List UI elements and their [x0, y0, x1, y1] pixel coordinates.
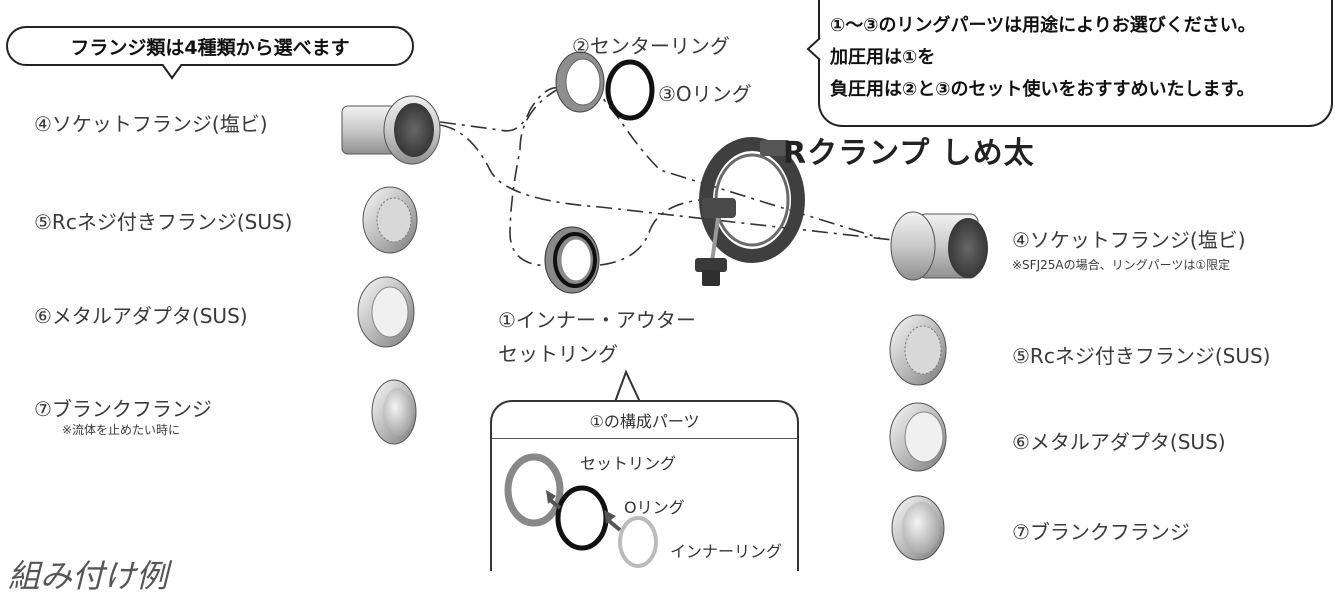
left-metal-adapter-label: ⑥メタルアダプタ(SUS) — [34, 304, 248, 328]
ring-note-tail — [806, 38, 821, 60]
right-socket-flange-drawing — [890, 211, 988, 281]
flange-callout-tail — [161, 64, 183, 80]
ring-usage-note: ①～③のリングパーツは用途によりお選びください。 加圧用は①を 負圧用は②と③の… — [818, 0, 1333, 127]
assembly-example-title: 組み付け例 — [8, 557, 169, 595]
flange-types-callout: フランジ類は4種類から選べます — [6, 26, 414, 66]
left-blank-flange-drawing — [371, 379, 417, 445]
ring-note-line-2: 加圧用は①を — [830, 47, 936, 68]
parts-box-set-ring-label: セットリング — [580, 454, 677, 473]
parts-box-header: ①の構成パーツ — [492, 402, 797, 439]
left-socket-flange-label: ④ソケットフランジ(塩ビ) — [34, 112, 268, 136]
set-ring-label-line-1: ①インナー・アウター — [498, 308, 696, 332]
right-blank-flange-label: ⑦ブランクフランジ — [1012, 520, 1190, 544]
right-metal-adapter-label: ⑥メタルアダプタ(SUS) — [1012, 430, 1226, 454]
left-metal-adapter-drawing — [357, 276, 415, 348]
parts-box-inner-ring-label: インナーリング — [670, 542, 783, 561]
left-socket-flange-drawing — [341, 95, 441, 165]
right-rc-flange-label: ⑤Rcネジ付きフランジ(SUS) — [1012, 344, 1271, 368]
parts-box-artwork — [504, 453, 658, 568]
connector-lines — [439, 81, 921, 267]
parts-box-o-ring-label: Oリング — [624, 498, 685, 517]
left-blank-flange-label: ⑦ブランクフランジ — [34, 397, 212, 421]
right-socket-flange-label: ④ソケットフランジ(塩ビ) — [1012, 228, 1246, 252]
left-rc-flange-drawing — [362, 186, 418, 254]
set-ring-parts-box: ①の構成パーツ セットリング Oリング インナーリング — [490, 400, 799, 571]
r-clamp-drawing — [695, 137, 805, 286]
right-metal-adapter-drawing — [889, 402, 947, 472]
right-rc-flange-drawing — [889, 314, 947, 386]
set-ring-label-line-2: セットリング — [498, 342, 618, 366]
clamp-title: Rクランプ しめ太 — [783, 136, 1035, 171]
left-rc-flange-label: ⑤Rcネジ付きフランジ(SUS) — [34, 210, 293, 234]
right-blank-flange-drawing — [891, 495, 945, 561]
o-ring-label: ③Oリング — [658, 82, 752, 106]
parts-box-pointer — [614, 369, 641, 403]
diagram-artwork — [341, 51, 988, 561]
right-socket-flange-note: ※SFJ25Aの場合、リングパーツは①限定 — [1012, 258, 1231, 272]
ring-note-line-1: ①～③のリングパーツは用途によりお選びください。 — [830, 15, 1256, 36]
center-ring-label: ②センターリング — [572, 34, 730, 58]
set-ring-drawing — [544, 226, 600, 294]
center-ring-drawing — [555, 51, 605, 113]
o-ring-drawing — [605, 59, 655, 121]
ring-note-line-3: 負圧用は②と③のセット使いをおすすめいたします。 — [830, 79, 1255, 100]
left-blank-flange-note: ※流体を止めたい時に — [62, 423, 181, 437]
flange-types-callout-text: フランジ類は4種類から選べます — [70, 36, 350, 59]
